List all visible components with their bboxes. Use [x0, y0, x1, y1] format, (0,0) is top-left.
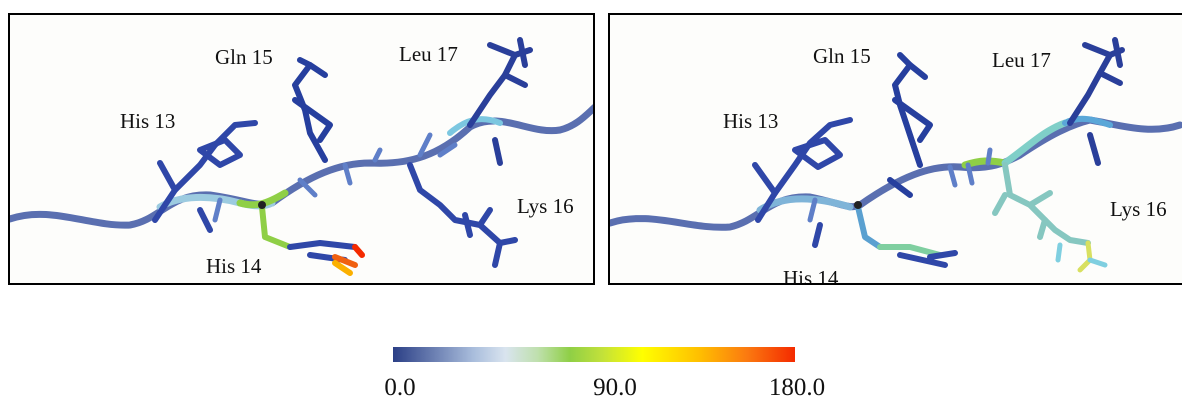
- residue-label-lys16: Lys 16: [517, 194, 574, 218]
- colorbar-tick-min: 0.0: [384, 374, 416, 401]
- color-scale-bar: [393, 347, 795, 362]
- residue-label-gln15: Gln 15: [813, 44, 871, 68]
- structure-panel-right: His 13 His 14 Gln 15 Lys 16 Leu 17: [608, 13, 1182, 285]
- residue-label-leu17: Leu 17: [399, 42, 458, 66]
- colorbar-tick-max: 180.0: [768, 374, 826, 401]
- peptide-structure-right: [610, 37, 1182, 273]
- colorbar-tick-mid: 90.0: [593, 374, 637, 401]
- residue-label-his14: His 14: [783, 266, 839, 285]
- residue-label-lys16: Lys 16: [1110, 197, 1167, 221]
- residue-label-leu17: Leu 17: [992, 48, 1051, 72]
- structure-panel-left: His 13 His 14 Gln 15 Lys 16 Leu 17: [8, 13, 595, 285]
- peptide-structure-left: [10, 37, 593, 276]
- residue-label-his13: His 13: [723, 109, 779, 133]
- residue-label-his14: His 14: [206, 254, 262, 278]
- residue-label-gln15: Gln 15: [215, 45, 273, 69]
- residue-label-his13: His 13: [120, 109, 176, 133]
